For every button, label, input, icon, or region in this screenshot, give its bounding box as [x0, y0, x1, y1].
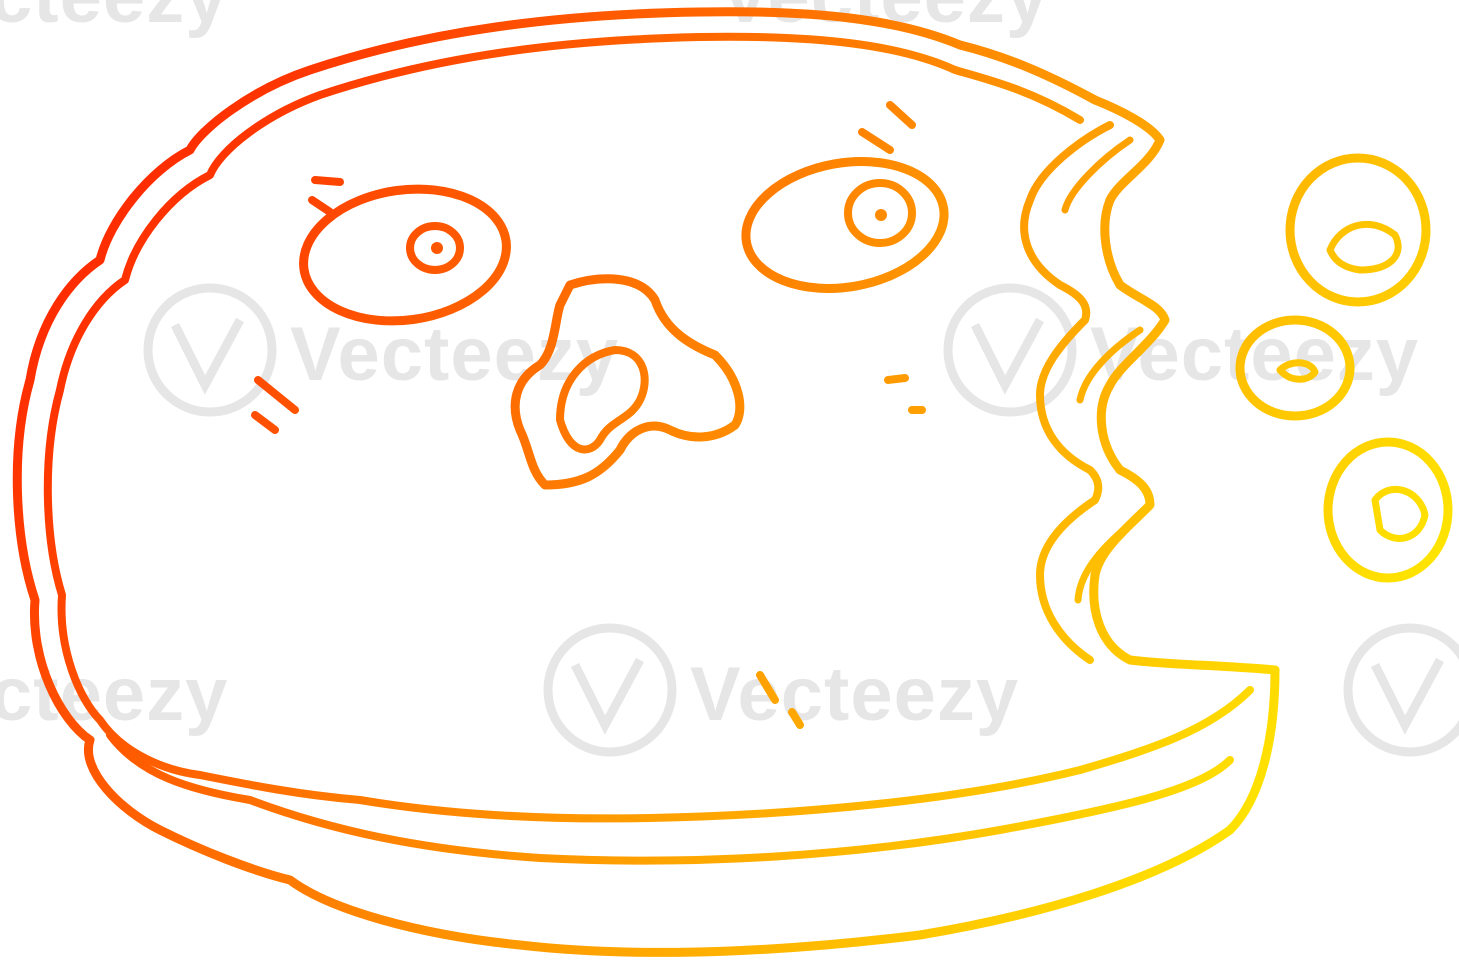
right-pupil — [844, 179, 916, 247]
speckle-right — [884, 374, 926, 414]
crumb-1 — [1285, 153, 1431, 307]
right-pupil-dot — [875, 209, 887, 221]
vecteezy-logo-icon — [543, 623, 677, 757]
cookie-bottom-edge — [106, 731, 1234, 865]
watermark-text: cteezy — [0, 0, 228, 39]
bite-edge-inner — [1020, 121, 1114, 664]
right-eye — [741, 157, 949, 293]
vecteezy-logo-icon — [1343, 623, 1459, 757]
vecteezy-logo-icon — [943, 283, 1077, 417]
speckle-left — [251, 376, 299, 434]
right-brow-marks — [858, 101, 916, 154]
mouth-inner — [556, 346, 649, 454]
watermark-text: Vecteezy — [690, 652, 1019, 737]
left-pupil — [406, 222, 464, 274]
left-eye — [299, 184, 511, 326]
speckle-bottom — [756, 671, 804, 729]
watermark-text: Vecteezy — [290, 312, 619, 397]
watermark-text: cteezy — [0, 652, 228, 737]
cookie-outline-outer — [12, 7, 1280, 957]
watermark-text: Vecteezy — [1090, 312, 1419, 397]
crumb-3 — [1323, 437, 1453, 583]
mouth-outline — [510, 274, 745, 490]
cookie-outline-inner — [43, 32, 1254, 823]
crumb-1-inner — [1326, 220, 1402, 274]
crumb-3-inner — [1371, 485, 1429, 542]
crumb-2-inner — [1276, 359, 1319, 383]
bite-edge-outer — [1089, 95, 1280, 675]
vecteezy-logo-icon — [143, 283, 277, 417]
left-pupil-dot — [431, 242, 443, 254]
watermark-layer: cteezy Vecteezy Vecteezy Vecteezy cteezy… — [0, 0, 1459, 757]
left-brow-marks — [308, 176, 344, 216]
cookie-character — [12, 7, 1453, 957]
bite-edge-shadow — [1061, 136, 1144, 604]
crumb-2 — [1235, 315, 1355, 421]
